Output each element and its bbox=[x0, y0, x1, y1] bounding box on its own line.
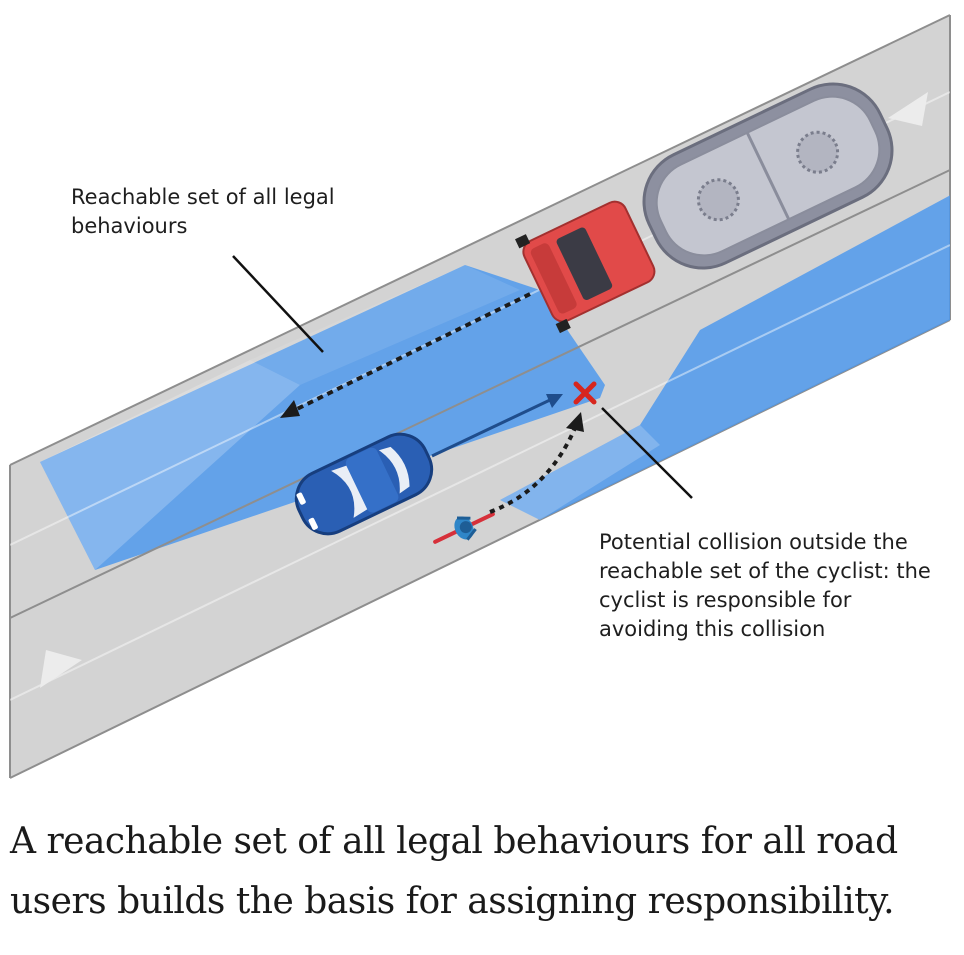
leader-line-collision bbox=[601, 407, 693, 499]
cyclist-trajectory-arrow bbox=[489, 412, 584, 514]
leader-line-reachable-set bbox=[232, 255, 324, 353]
collision-x-icon bbox=[573, 381, 597, 405]
road-diagram bbox=[9, 14, 951, 779]
lane-divider bbox=[9, 169, 951, 619]
figure-caption: A reachable set of all legal behaviours … bbox=[10, 821, 898, 922]
tanker-trailer bbox=[642, 82, 894, 270]
road-edges bbox=[9, 14, 951, 779]
reachable-set-truck bbox=[40, 265, 605, 570]
truck-trajectory-arrow bbox=[280, 292, 531, 418]
cyclist bbox=[433, 512, 495, 544]
collision-label: Potential collision outside the reachabl… bbox=[599, 530, 931, 641]
truck-cab bbox=[515, 200, 656, 334]
reachable-set-cyclist bbox=[500, 190, 950, 520]
reachable-set-label: Reachable set of all legal behaviours bbox=[71, 185, 335, 238]
car bbox=[294, 432, 434, 536]
direction-arrow-lower bbox=[40, 650, 82, 688]
reachable-set-regions bbox=[40, 190, 950, 570]
direction-arrow-upper bbox=[888, 92, 928, 126]
car-trajectory-arrow bbox=[431, 394, 563, 458]
